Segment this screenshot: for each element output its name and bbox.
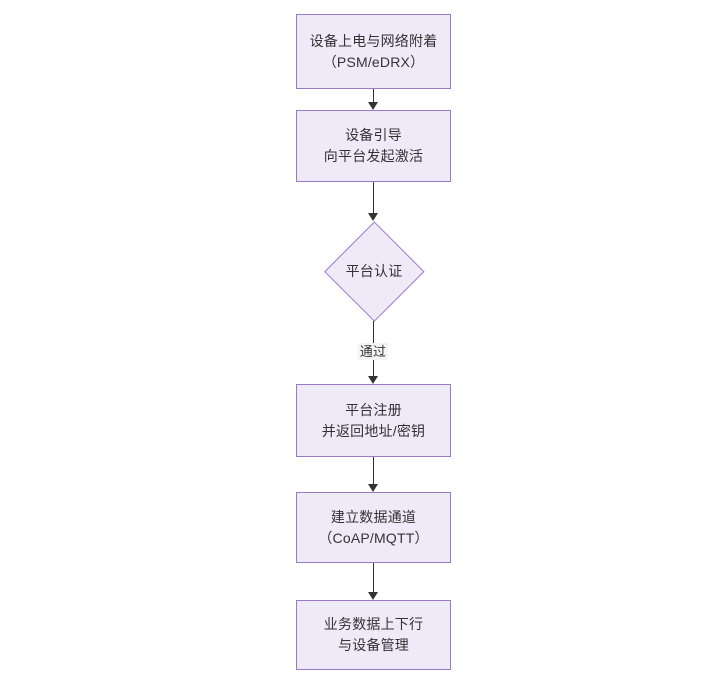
flow-edge-power-on-to-bootstrap-line [373,89,374,102]
flow-node-power-on-line2: （PSM/eDRX） [322,53,425,70]
flow-node-channel-line1: 建立数据通道 [330,508,417,525]
flow-node-bootstrap-line2: 向平台发起激活 [323,148,424,164]
arrow-down-icon [368,213,378,221]
flow-node-auth-label: 平台认证 [345,263,403,279]
flow-node-bootstrap-line1: 设备引导 [345,127,402,143]
flow-node-auth-decision[interactable]: 平台认证 [324,221,424,321]
flow-node-power-on-line1: 设备上电与网络附着 [309,32,438,49]
arrow-down-icon [368,484,378,492]
arrow-down-icon [368,592,378,600]
flow-node-power-on[interactable]: 设备上电与网络附着 （PSM/eDRX） [296,14,451,89]
flow-edge-register-to-channel-line [373,457,374,484]
arrow-down-icon [368,376,378,384]
flow-edge-channel-to-dataflow-line [373,563,374,592]
flow-node-dataflow[interactable]: 业务数据上下行 与设备管理 [296,600,451,670]
flow-node-register-line2: 并返回地址/密钥 [321,422,426,439]
flow-node-register-line1: 平台注册 [345,401,402,418]
flow-node-channel-line2: （CoAP/MQTT） [318,529,429,546]
flow-node-dataflow-line2: 与设备管理 [338,637,409,653]
arrow-down-icon [368,102,378,110]
flow-node-bootstrap[interactable]: 设备引导 向平台发起激活 [296,110,451,182]
flow-node-dataflow-line1: 业务数据上下行 [323,616,424,632]
flow-node-register[interactable]: 平台注册 并返回地址/密钥 [296,384,451,457]
flow-edge-bootstrap-to-auth-line [373,182,374,213]
flow-edge-label-pass: 通过 [357,343,389,360]
flow-node-channel[interactable]: 建立数据通道 （CoAP/MQTT） [296,492,451,563]
